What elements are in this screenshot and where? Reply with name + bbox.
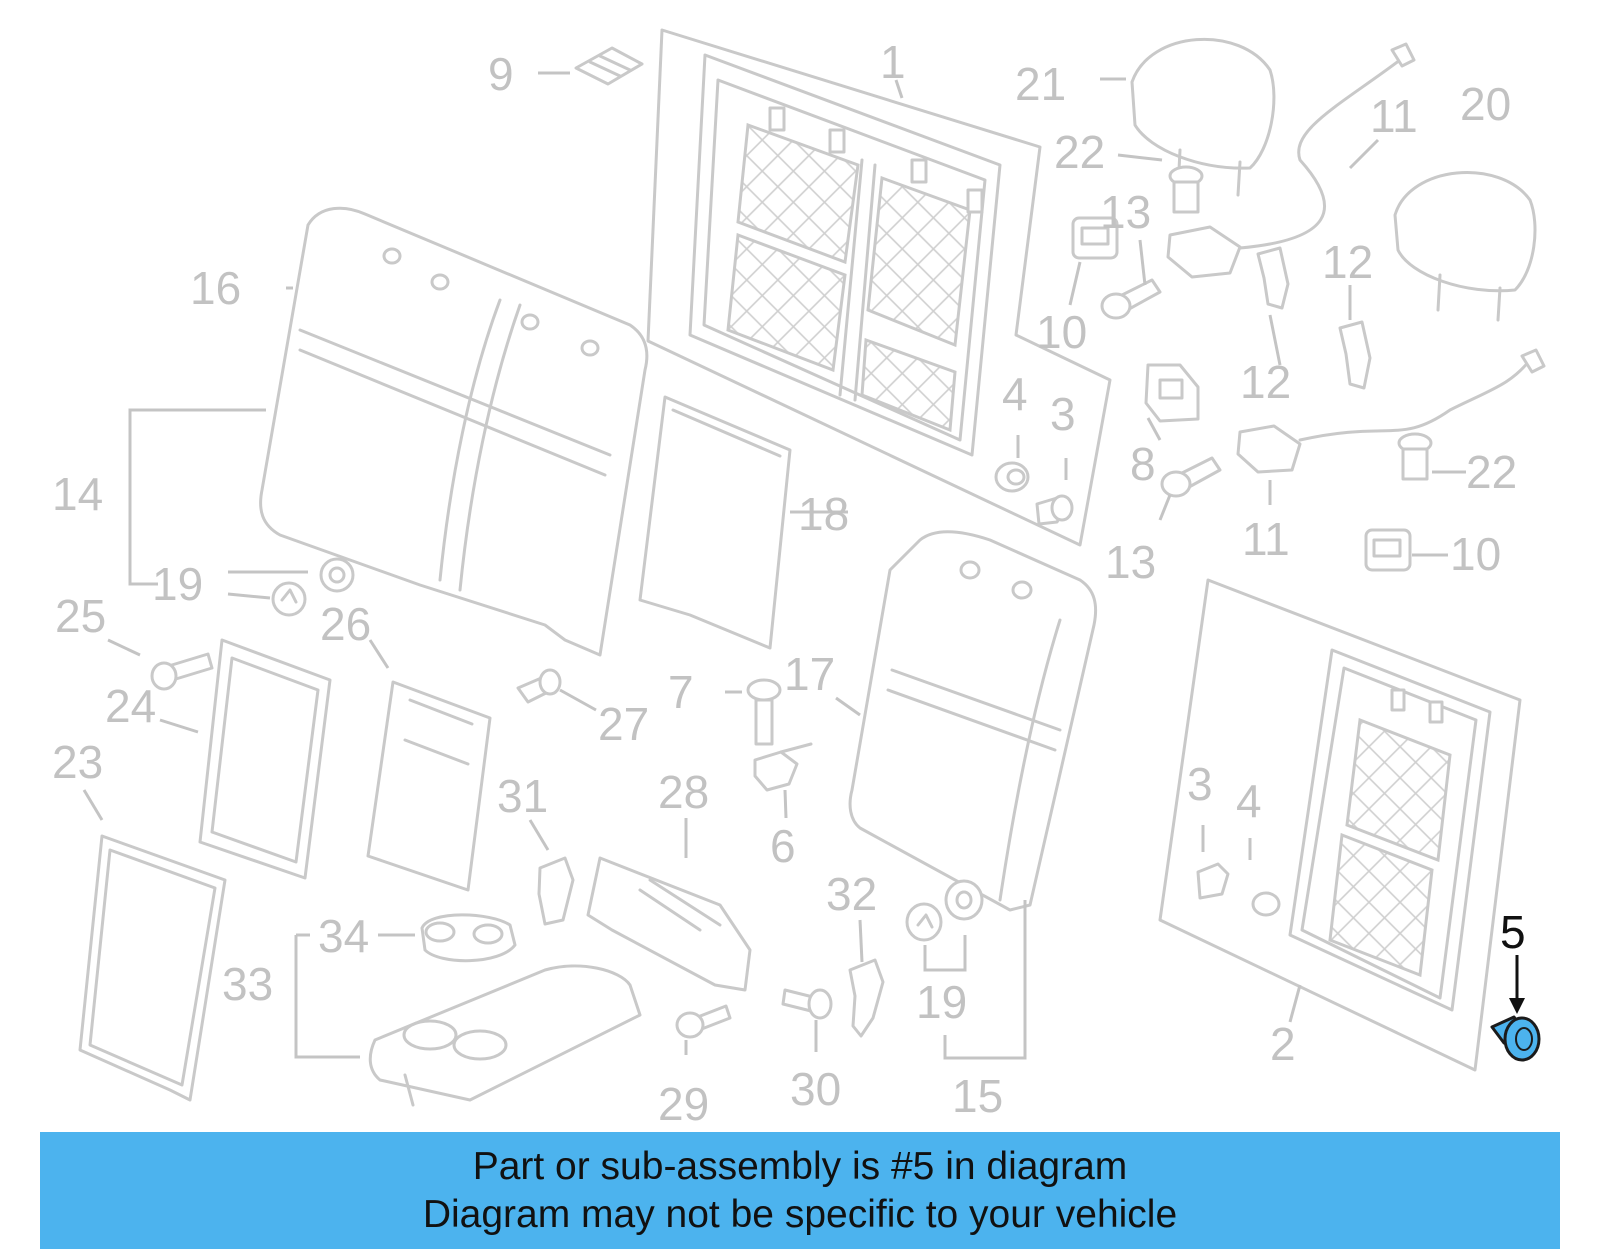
callout-27: 27 (598, 698, 649, 750)
callout-6: 6 (770, 820, 796, 872)
clip-6 (753, 742, 813, 792)
latch-cable-11-upper (1166, 42, 1416, 279)
callout-13: 13 (1100, 186, 1151, 238)
leader-lines (82, 71, 1525, 1060)
callout-33: 33 (222, 958, 273, 1010)
callout-20: 20 (1460, 78, 1511, 130)
clip-9 (574, 46, 644, 86)
callout-5-highlighted: 5 (1500, 906, 1526, 958)
bracket-28 (586, 856, 752, 992)
callout-4: 4 (1002, 368, 1028, 420)
callout-34: 34 (318, 910, 369, 962)
callout-9: 9 (488, 48, 514, 100)
callout-3: 3 (1187, 758, 1213, 810)
release-button-10-lower (1364, 528, 1412, 572)
callout-23: 23 (52, 736, 103, 788)
bushing-27 (516, 668, 562, 704)
callout-11: 11 (1370, 90, 1418, 142)
grommet-19-upper (271, 557, 355, 617)
armrest-assembly-33 (368, 964, 642, 1107)
cup-holder-insert-34 (420, 913, 517, 963)
banner-line-part: Part or sub-assembly is #5 in diagram (472, 1144, 1128, 1188)
callout-numbers: 1 2 3 3 4 4 5 6 7 8 9 10 10 11 11 12 12 … (52, 36, 1526, 1130)
banner-line-disclaimer: Diagram may not be specific to your vehi… (422, 1192, 1178, 1236)
callout-26: 26 (320, 598, 371, 650)
callout-30: 30 (790, 1063, 841, 1115)
latch-cable-11-lower (1236, 348, 1546, 474)
callout-19: 19 (916, 976, 967, 1028)
seatback-pad-18 (638, 395, 792, 650)
callout-28: 28 (658, 766, 709, 818)
guide-22-upper (1168, 165, 1204, 214)
bolt-25 (150, 652, 214, 691)
headrest-21 (1130, 37, 1276, 197)
callout-22: 22 (1054, 126, 1105, 178)
callout-13: 13 (1105, 536, 1156, 588)
headrest-20 (1393, 171, 1537, 322)
callout-2: 2 (1270, 1018, 1296, 1070)
callout-12: 12 (1240, 356, 1291, 408)
callout-19: 19 (152, 558, 203, 610)
seatback-frame-panel-left (646, 28, 1112, 547)
pin-7 (746, 678, 782, 746)
armrest-panel-24 (198, 638, 332, 880)
callout-1: 1 (880, 36, 906, 88)
seatback-cushion-16 (259, 206, 649, 657)
callout-11: 11 (1242, 513, 1290, 565)
bolt-29 (675, 1004, 732, 1039)
info-banner: Part or sub-assembly is #5 in diagram Di… (40, 1132, 1560, 1249)
callout-31: 31 (497, 770, 548, 822)
armrest-frame-26 (366, 680, 492, 892)
latch-8 (1144, 363, 1200, 423)
bolt-3-upper (1035, 494, 1074, 526)
seatback-frame-panel-right (1158, 578, 1522, 1072)
callout-10: 10 (1036, 306, 1087, 358)
bracket-12-lower (1338, 320, 1372, 390)
bolt-13-upper (1100, 278, 1162, 320)
bolt-13-lower (1160, 456, 1222, 498)
callout-21: 21 (1015, 58, 1066, 110)
callout-3: 3 (1050, 388, 1076, 440)
grommet-19-lower (905, 879, 984, 942)
callout-4: 4 (1236, 775, 1262, 827)
callout-22: 22 (1466, 446, 1517, 498)
bolt-30 (781, 988, 833, 1020)
callout-29: 29 (658, 1078, 709, 1130)
seatback-cushion-17 (848, 530, 1098, 912)
callout-16: 16 (190, 262, 241, 314)
clip-31 (537, 856, 575, 926)
guide-22-lower (1397, 432, 1433, 481)
callout-25: 25 (55, 590, 106, 642)
bracket-12-upper (1256, 246, 1290, 310)
callout-24: 24 (105, 680, 156, 732)
bushing-4-upper (994, 461, 1030, 493)
callout-10: 10 (1450, 528, 1501, 580)
callout-8: 8 (1130, 438, 1156, 490)
callout-15: 15 (952, 1070, 1003, 1122)
callout-7: 7 (668, 666, 694, 718)
bolt-5-highlighted (1490, 1015, 1541, 1062)
callout-14: 14 (52, 468, 103, 520)
callout-32: 32 (826, 868, 877, 920)
callout-17: 17 (784, 648, 835, 700)
callout-12: 12 (1322, 236, 1373, 288)
release-button-10-upper (1071, 216, 1119, 260)
callout-18: 18 (798, 488, 849, 540)
trim-panel-23 (78, 834, 227, 1102)
clip-32 (848, 958, 885, 1038)
